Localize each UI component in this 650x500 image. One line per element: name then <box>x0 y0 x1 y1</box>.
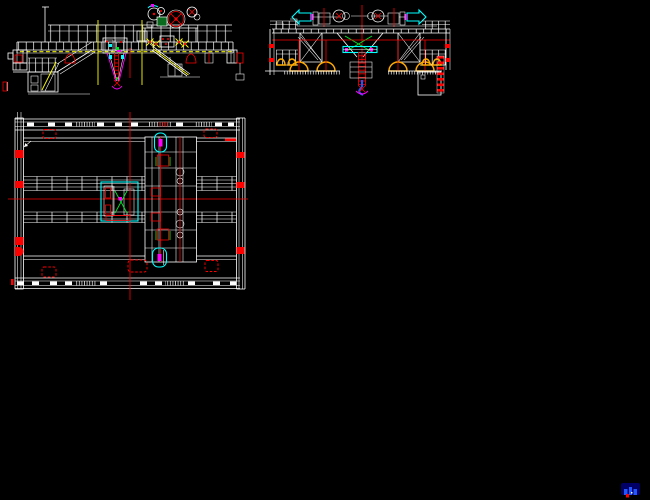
crab-wheel-top <box>153 132 168 153</box>
rail-stop-left <box>2 81 7 92</box>
buffer-dome <box>15 247 24 256</box>
platform-and-cabin <box>13 57 90 95</box>
hoist-unit-plan <box>100 181 139 222</box>
trolley-cross-section-view <box>265 5 451 96</box>
plan-end-truck-left <box>14 112 32 290</box>
leader-arrow <box>24 143 28 147</box>
buffer-left <box>7 52 14 60</box>
hook-icon <box>111 85 123 90</box>
gearbox <box>156 16 168 27</box>
crab-machinery-top <box>136 4 201 48</box>
operator-cabin <box>27 71 59 93</box>
end-truck-left <box>2 49 28 92</box>
hook-assembly-elevation <box>102 37 128 90</box>
stairs-right <box>149 43 200 78</box>
rope-drum-wheel <box>168 11 184 27</box>
hoist-motor <box>147 7 161 21</box>
walkway-bottom <box>11 277 240 289</box>
front-elevation-view <box>2 4 245 95</box>
service-openings <box>41 128 219 278</box>
crane-wheels <box>265 39 450 75</box>
travel-drive-left <box>64 53 76 64</box>
walkway-top <box>15 118 240 131</box>
side-columns-platforms <box>269 29 451 75</box>
hoist-machinery-row <box>291 5 427 62</box>
hook-assembly-section <box>349 52 373 96</box>
wheel-block <box>14 54 23 63</box>
watermark-icon <box>621 483 640 498</box>
festoon-elements <box>146 38 189 48</box>
end-truck-right <box>226 49 245 81</box>
coupling-left <box>332 9 346 23</box>
brake-drum-right <box>387 12 400 25</box>
plan-view <box>8 112 248 300</box>
travel-drive-right <box>185 52 214 64</box>
trolley-side-frames <box>297 32 425 63</box>
bridge-girder <box>16 41 234 54</box>
girder-underside-yellow-marks <box>17 50 233 53</box>
crab-wheel-bottom <box>151 247 168 268</box>
crab-frame-plan <box>144 132 197 268</box>
control-cabinet <box>417 55 445 96</box>
plan-girders <box>23 137 237 260</box>
plan-end-truck-right <box>225 117 246 290</box>
coupling-right <box>371 9 385 23</box>
brake-drum-left <box>318 12 331 25</box>
ladder-bar-stack <box>436 55 445 94</box>
